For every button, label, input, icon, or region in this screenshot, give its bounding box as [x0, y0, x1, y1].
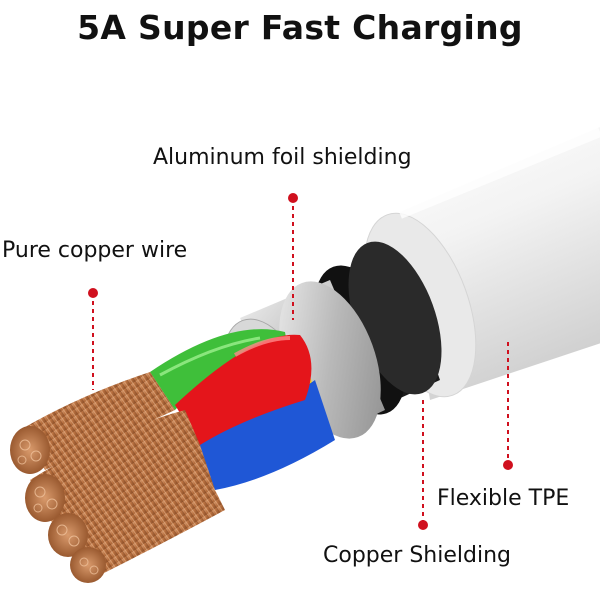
tpe-marker-dot: [503, 460, 513, 470]
copper-bundle-end-2: [25, 474, 65, 522]
copper-bundle-end-1: [10, 426, 50, 474]
red-wire: [175, 334, 312, 445]
label-aluminum-foil-shielding: Aluminum foil shielding: [153, 145, 412, 170]
copper-wire-marker-dot: [88, 288, 98, 298]
copper-strands: [10, 372, 225, 583]
label-copper-shielding: Copper Shielding: [323, 543, 511, 568]
callout-markers: [88, 193, 513, 530]
inner-wires: [150, 329, 335, 490]
foil-marker-dot: [288, 193, 298, 203]
label-pure-copper-wire: Pure copper wire: [2, 238, 188, 263]
blue-wire: [190, 380, 335, 490]
headline: 5A Super Fast Charging: [77, 8, 523, 47]
label-flexible-tpe: Flexible TPE: [437, 486, 570, 511]
shield-marker-dot: [418, 520, 428, 530]
copper-bundle-end-3: [48, 513, 88, 557]
copper-bundle-end-4: [70, 547, 106, 583]
